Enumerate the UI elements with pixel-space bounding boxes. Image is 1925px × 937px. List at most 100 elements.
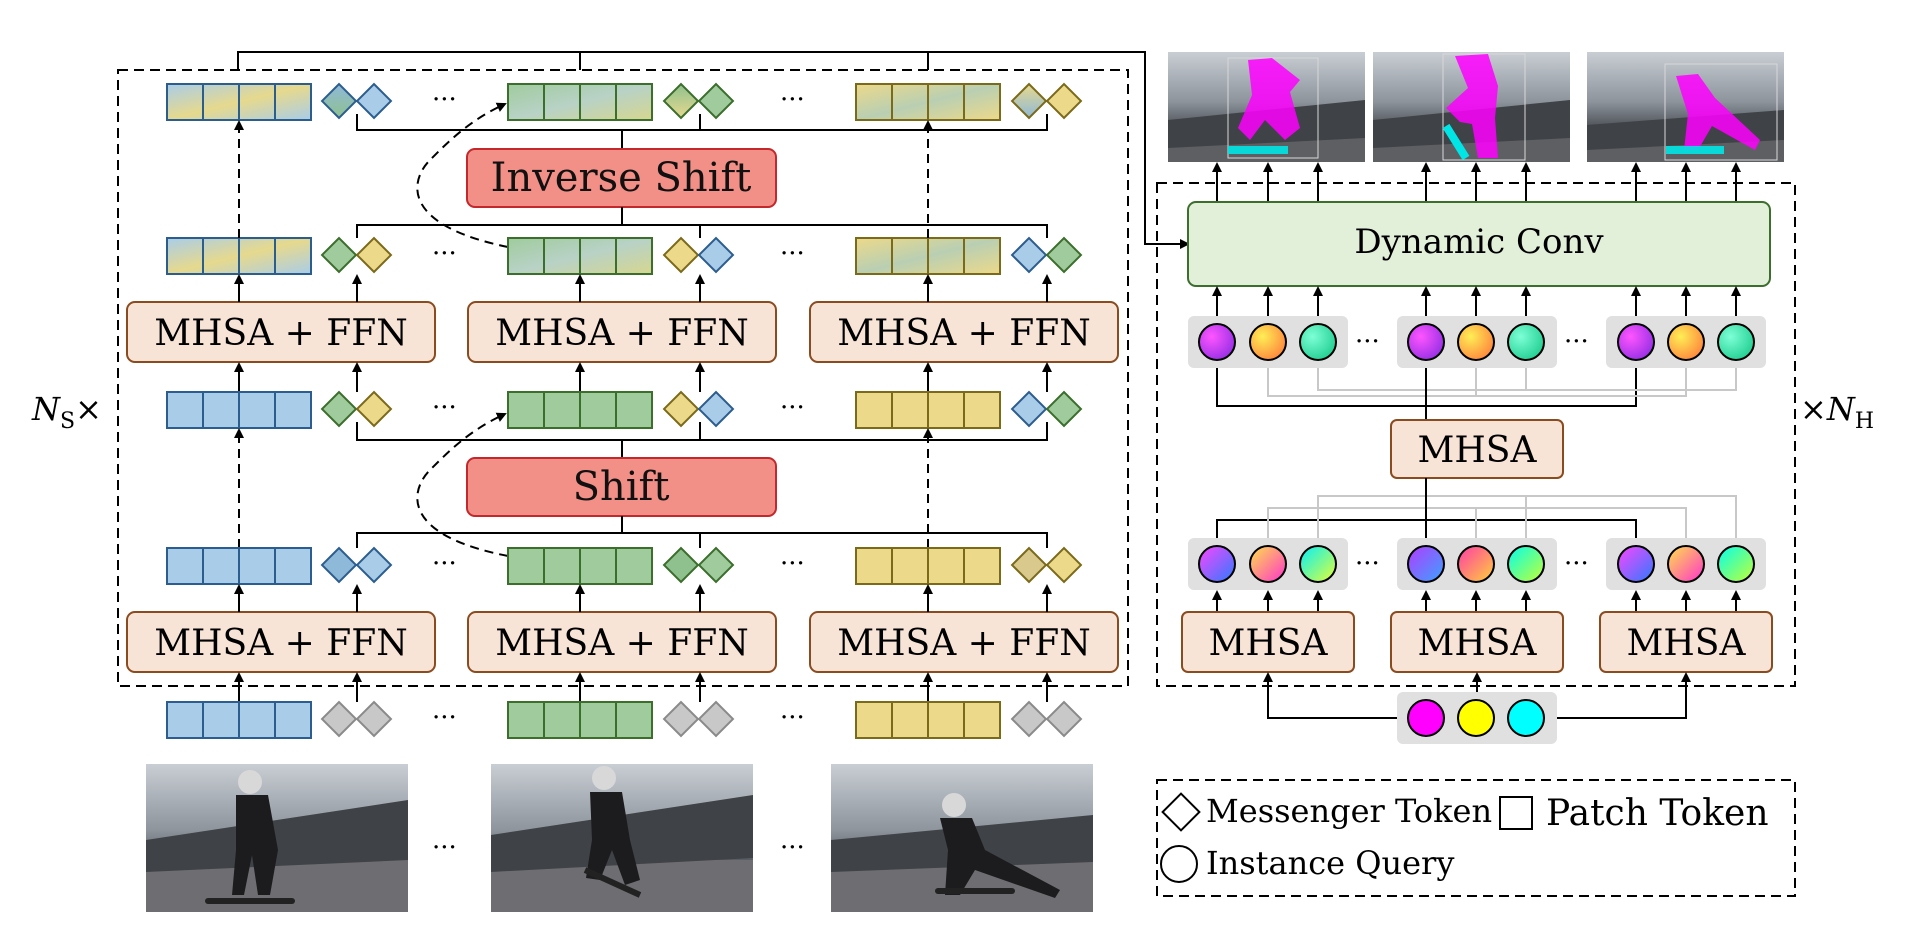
ellipsis: ··· bbox=[780, 833, 805, 863]
mhsa-ffn-block bbox=[467, 301, 777, 363]
ellipsis: ··· bbox=[432, 393, 457, 423]
patch-token-group bbox=[166, 547, 312, 585]
mhsa-ffn-block bbox=[467, 611, 777, 673]
instance-query bbox=[1507, 699, 1545, 737]
instance-query bbox=[1717, 323, 1755, 361]
messenger-token-group bbox=[320, 546, 393, 584]
svg-text:MHSA: MHSA bbox=[1209, 623, 1329, 664]
ellipsis: ··· bbox=[780, 549, 805, 579]
svg-text:Dynamic Conv: Dynamic Conv bbox=[1354, 222, 1604, 262]
input-row: ··· ··· bbox=[166, 700, 1083, 739]
legend-query-label: Instance Query bbox=[1206, 844, 1454, 882]
mhsa-ffn-block bbox=[809, 611, 1119, 673]
instance-query bbox=[1667, 323, 1705, 361]
legend-frame bbox=[1156, 779, 1796, 897]
instance-query bbox=[1457, 323, 1495, 361]
query-row-upper: ··· ··· bbox=[1188, 316, 1766, 368]
inverse-shift-block: Inverse Shift bbox=[466, 148, 777, 208]
ellipsis: ··· bbox=[780, 85, 805, 115]
instance-query bbox=[1507, 545, 1545, 583]
legend-query-icon bbox=[1160, 845, 1198, 883]
messenger-token-group bbox=[662, 82, 735, 120]
ellipsis: ··· bbox=[780, 239, 805, 269]
patch-token-group bbox=[855, 547, 1001, 585]
instance-query bbox=[1407, 323, 1445, 361]
shift-stage-frame bbox=[117, 69, 1129, 687]
input-frames: ··· ··· bbox=[146, 764, 1093, 912]
instance-query bbox=[1667, 545, 1705, 583]
legend-patch-icon bbox=[1499, 796, 1533, 830]
svg-text:MHSA + FFN: MHSA + FFN bbox=[837, 313, 1090, 354]
shift-block: Shift bbox=[466, 457, 777, 517]
instance-query bbox=[1198, 545, 1236, 583]
row-3: ··· ··· bbox=[166, 390, 1083, 429]
mhsa-ffn-lower-row: MHSA + FFN MHSA + FFN MHSA + FFN bbox=[126, 611, 1119, 673]
legend-patch-label: Patch Token bbox=[1546, 793, 1769, 834]
messenger-token-group bbox=[1010, 546, 1083, 584]
shift-curve bbox=[416, 412, 509, 557]
patch-token-group bbox=[507, 701, 653, 739]
messenger-token-group bbox=[1010, 390, 1083, 428]
mhsa-ffn-block bbox=[126, 611, 436, 673]
svg-text:MHSA: MHSA bbox=[1418, 623, 1538, 664]
ellipsis: ··· bbox=[780, 703, 805, 733]
messenger-token-group bbox=[1010, 236, 1083, 274]
dynamic-conv-block: Dynamic Conv bbox=[1187, 201, 1771, 287]
output-frame-image bbox=[1373, 52, 1570, 162]
instance-query bbox=[1249, 545, 1287, 583]
ellipsis: ··· bbox=[432, 703, 457, 733]
instance-query bbox=[1249, 323, 1287, 361]
patch-token-group bbox=[166, 237, 312, 275]
patch-token-group bbox=[507, 391, 653, 429]
svg-text:MHSA: MHSA bbox=[1627, 623, 1747, 664]
output-feedback-line bbox=[237, 51, 1190, 249]
mhsa-ffn-block bbox=[126, 301, 436, 363]
svg-text:MHSA + FFN: MHSA + FFN bbox=[154, 313, 407, 354]
patch-token-group bbox=[166, 701, 312, 739]
nh-repeat-label: ×NH bbox=[1800, 390, 1874, 434]
ellipsis: ··· bbox=[432, 549, 457, 579]
patch-token-group bbox=[507, 83, 653, 121]
initial-queries bbox=[1397, 692, 1557, 744]
ellipsis: ··· bbox=[1564, 327, 1589, 357]
patch-token-group bbox=[855, 391, 1001, 429]
svg-text:MHSA + FFN: MHSA + FFN bbox=[837, 623, 1090, 664]
svg-text:MHSA + FFN: MHSA + FFN bbox=[154, 623, 407, 664]
ellipsis: ··· bbox=[432, 833, 457, 863]
output-frames bbox=[1168, 52, 1784, 162]
inverse-shift-curve bbox=[416, 102, 509, 248]
query-row-lower: ··· ··· bbox=[1188, 538, 1766, 590]
ellipsis: ··· bbox=[780, 393, 805, 423]
patch-token-group bbox=[507, 237, 653, 275]
mhsa-middle-block: MHSA bbox=[1390, 419, 1564, 479]
instance-query bbox=[1407, 699, 1445, 737]
instance-query bbox=[1299, 323, 1337, 361]
svg-text:Inverse Shift: Inverse Shift bbox=[491, 155, 752, 201]
input-frame-image bbox=[146, 764, 408, 912]
ellipsis: ··· bbox=[1355, 327, 1380, 357]
instance-query bbox=[1407, 545, 1445, 583]
messenger-token-group bbox=[320, 390, 393, 428]
patch-token-group bbox=[855, 83, 1001, 121]
patch-token-group bbox=[507, 547, 653, 585]
messenger-token-group bbox=[320, 82, 393, 120]
ellipsis: ··· bbox=[432, 85, 457, 115]
input-frame-image bbox=[491, 764, 753, 912]
mhsa-lower-row: MHSA MHSA MHSA bbox=[1181, 611, 1773, 673]
instance-query bbox=[1299, 545, 1337, 583]
messenger-token-group bbox=[320, 700, 393, 738]
instance-query bbox=[1617, 545, 1655, 583]
legend-messenger-label: Messenger Token bbox=[1206, 792, 1492, 830]
messenger-token-group bbox=[320, 236, 393, 274]
messenger-token-group bbox=[1010, 700, 1083, 738]
mhsa-ffn-block bbox=[809, 301, 1119, 363]
input-frame-image bbox=[831, 764, 1093, 912]
messenger-token-group bbox=[662, 236, 735, 274]
output-frame-image bbox=[1587, 52, 1784, 162]
svg-text:MHSA + FFN: MHSA + FFN bbox=[495, 313, 748, 354]
ellipsis: ··· bbox=[1564, 549, 1589, 579]
output-frame-image bbox=[1168, 52, 1365, 162]
patch-token-group bbox=[855, 237, 1001, 275]
